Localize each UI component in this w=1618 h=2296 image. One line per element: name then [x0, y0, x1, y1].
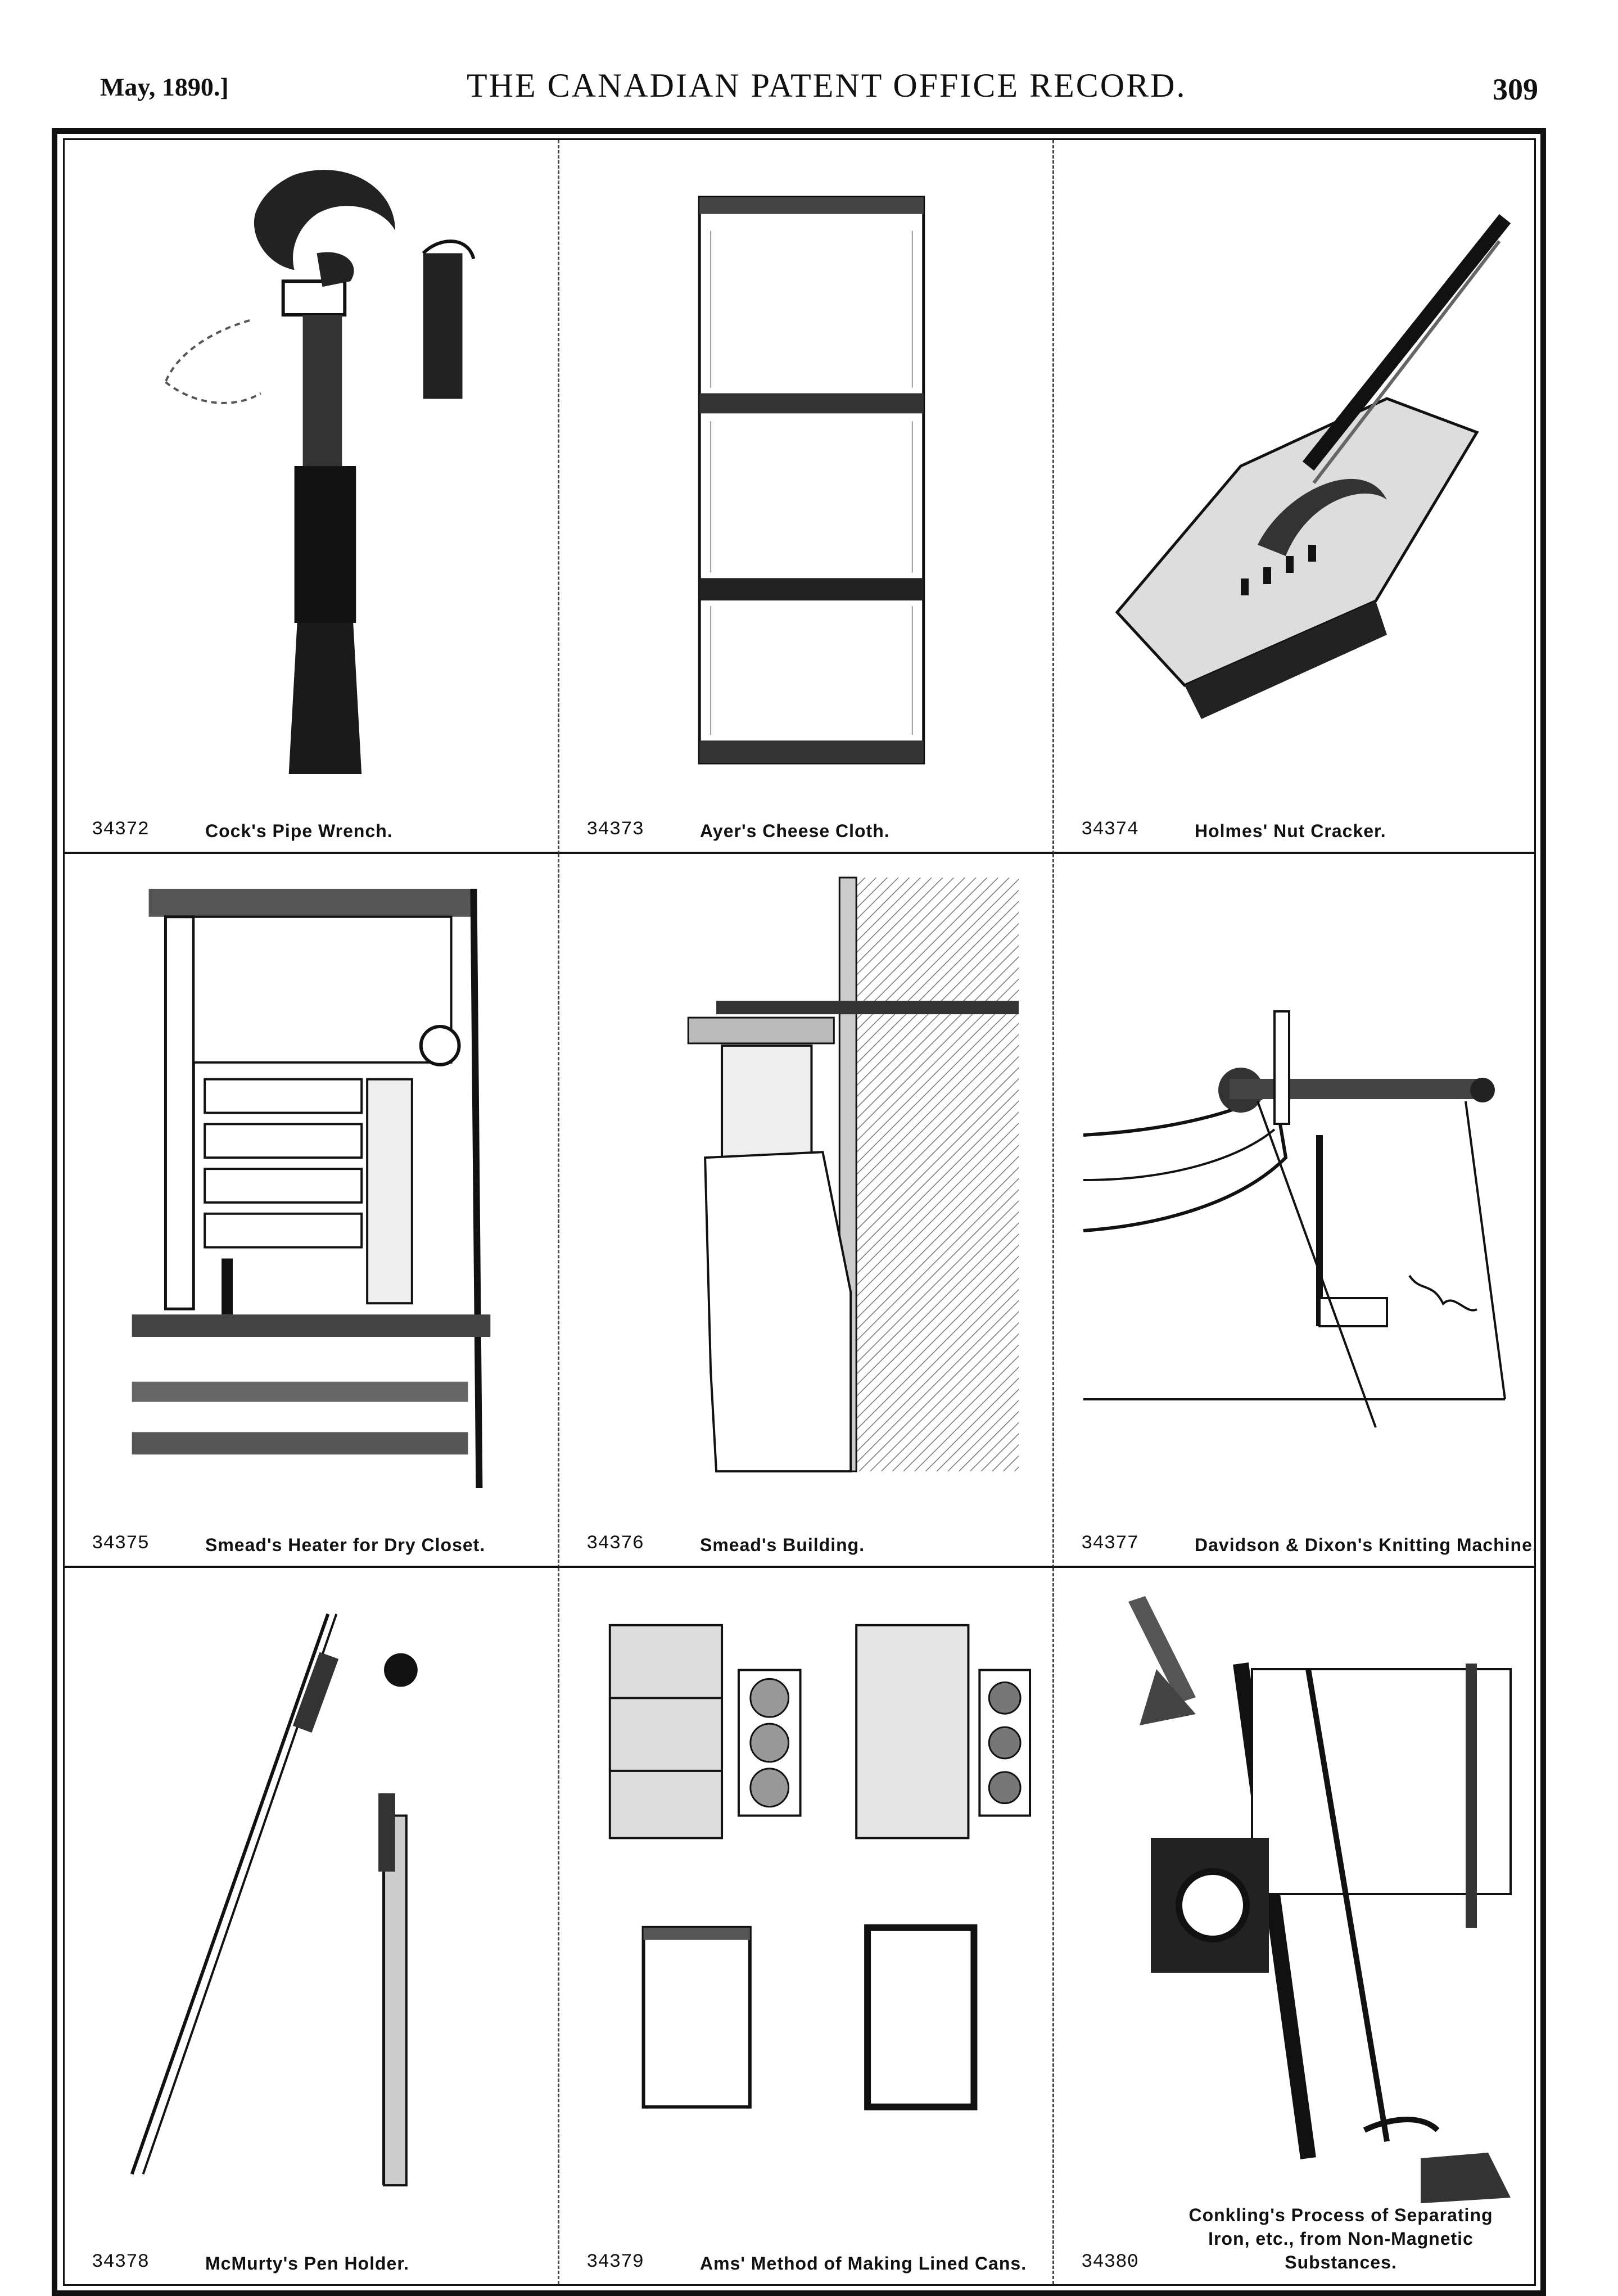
page-header: May, 1890.] THE CANADIAN PATENT OFFICE R…: [0, 0, 1618, 124]
figure-cell-34374: 34374 Holmes' Nut Cracker.: [1054, 140, 1534, 854]
figure-cell-34379: 34379 Ams' Method of Making Lined Cans.: [559, 1568, 1054, 2284]
cheese-cloth-illustration: [576, 151, 1036, 787]
knitting-machine-illustration: [1071, 865, 1517, 1500]
nut-cracker-illustration: [1071, 151, 1517, 787]
figure-cell-34380: 34380 Conkling's Process of Separating I…: [1054, 1568, 1534, 2284]
figure-cell-34372: 34372 Cock's Pipe Wrench.: [65, 140, 559, 854]
figure-number: 34377: [1081, 1533, 1139, 1554]
figure-number: 34376: [586, 1533, 644, 1554]
figure-title: Davidson & Dixon's Knitting Machine.: [1195, 1535, 1534, 1555]
figure-title: Ams' Method of Making Lined Cans.: [700, 2253, 1027, 2274]
figure-number: 34374: [1081, 819, 1139, 840]
pen-holder-illustration: [82, 1579, 541, 2214]
figure-title: Holmes' Nut Cracker.: [1195, 821, 1386, 841]
figure-number: 34372: [92, 819, 150, 840]
lined-cans-illustration: [576, 1579, 1036, 2214]
figure-title: Smead's Heater for Dry Closet.: [205, 1535, 486, 1555]
figure-title: Smead's Building.: [700, 1535, 865, 1555]
heater-illustration: [82, 865, 541, 1500]
figure-number: 34373: [586, 819, 644, 840]
header-title: THE CANADIAN PATENT OFFICE RECORD.: [467, 67, 1187, 104]
figure-number: 34375: [92, 1533, 150, 1554]
figure-number: 34379: [586, 2252, 644, 2273]
magnetic-separator-illustration: [1071, 1579, 1517, 2214]
pipe-wrench-illustration: [82, 151, 541, 787]
figure-cell-34377: 34377 Davidson & Dixon's Knitting Machin…: [1054, 854, 1534, 1568]
figure-cell-34376: 34376 Smead's Building.: [559, 854, 1054, 1568]
figure-cell-34378: 34378 McMurty's Pen Holder.: [65, 1568, 559, 2284]
figure-number: 34380: [1081, 2252, 1139, 2273]
header-page-number: 309: [1493, 73, 1538, 106]
figure-cell-34373: 34373 Ayer's Cheese Cloth.: [559, 140, 1054, 854]
figure-title: Cock's Pipe Wrench.: [205, 821, 393, 841]
figure-number: 34378: [92, 2252, 150, 2273]
header-date: May, 1890.]: [100, 73, 229, 101]
figure-title: Ayer's Cheese Cloth.: [700, 821, 890, 841]
building-illustration: [576, 865, 1036, 1500]
figure-cell-34375: 34375 Smead's Heater for Dry Closet.: [65, 854, 559, 1568]
patent-figure-grid: 34372 Cock's Pipe Wrench. 34373 Ayer's C…: [65, 140, 1534, 2284]
figure-title: Conkling's Process of Separating Iron, e…: [1188, 2205, 1493, 2272]
figure-title: McMurty's Pen Holder.: [205, 2253, 409, 2274]
